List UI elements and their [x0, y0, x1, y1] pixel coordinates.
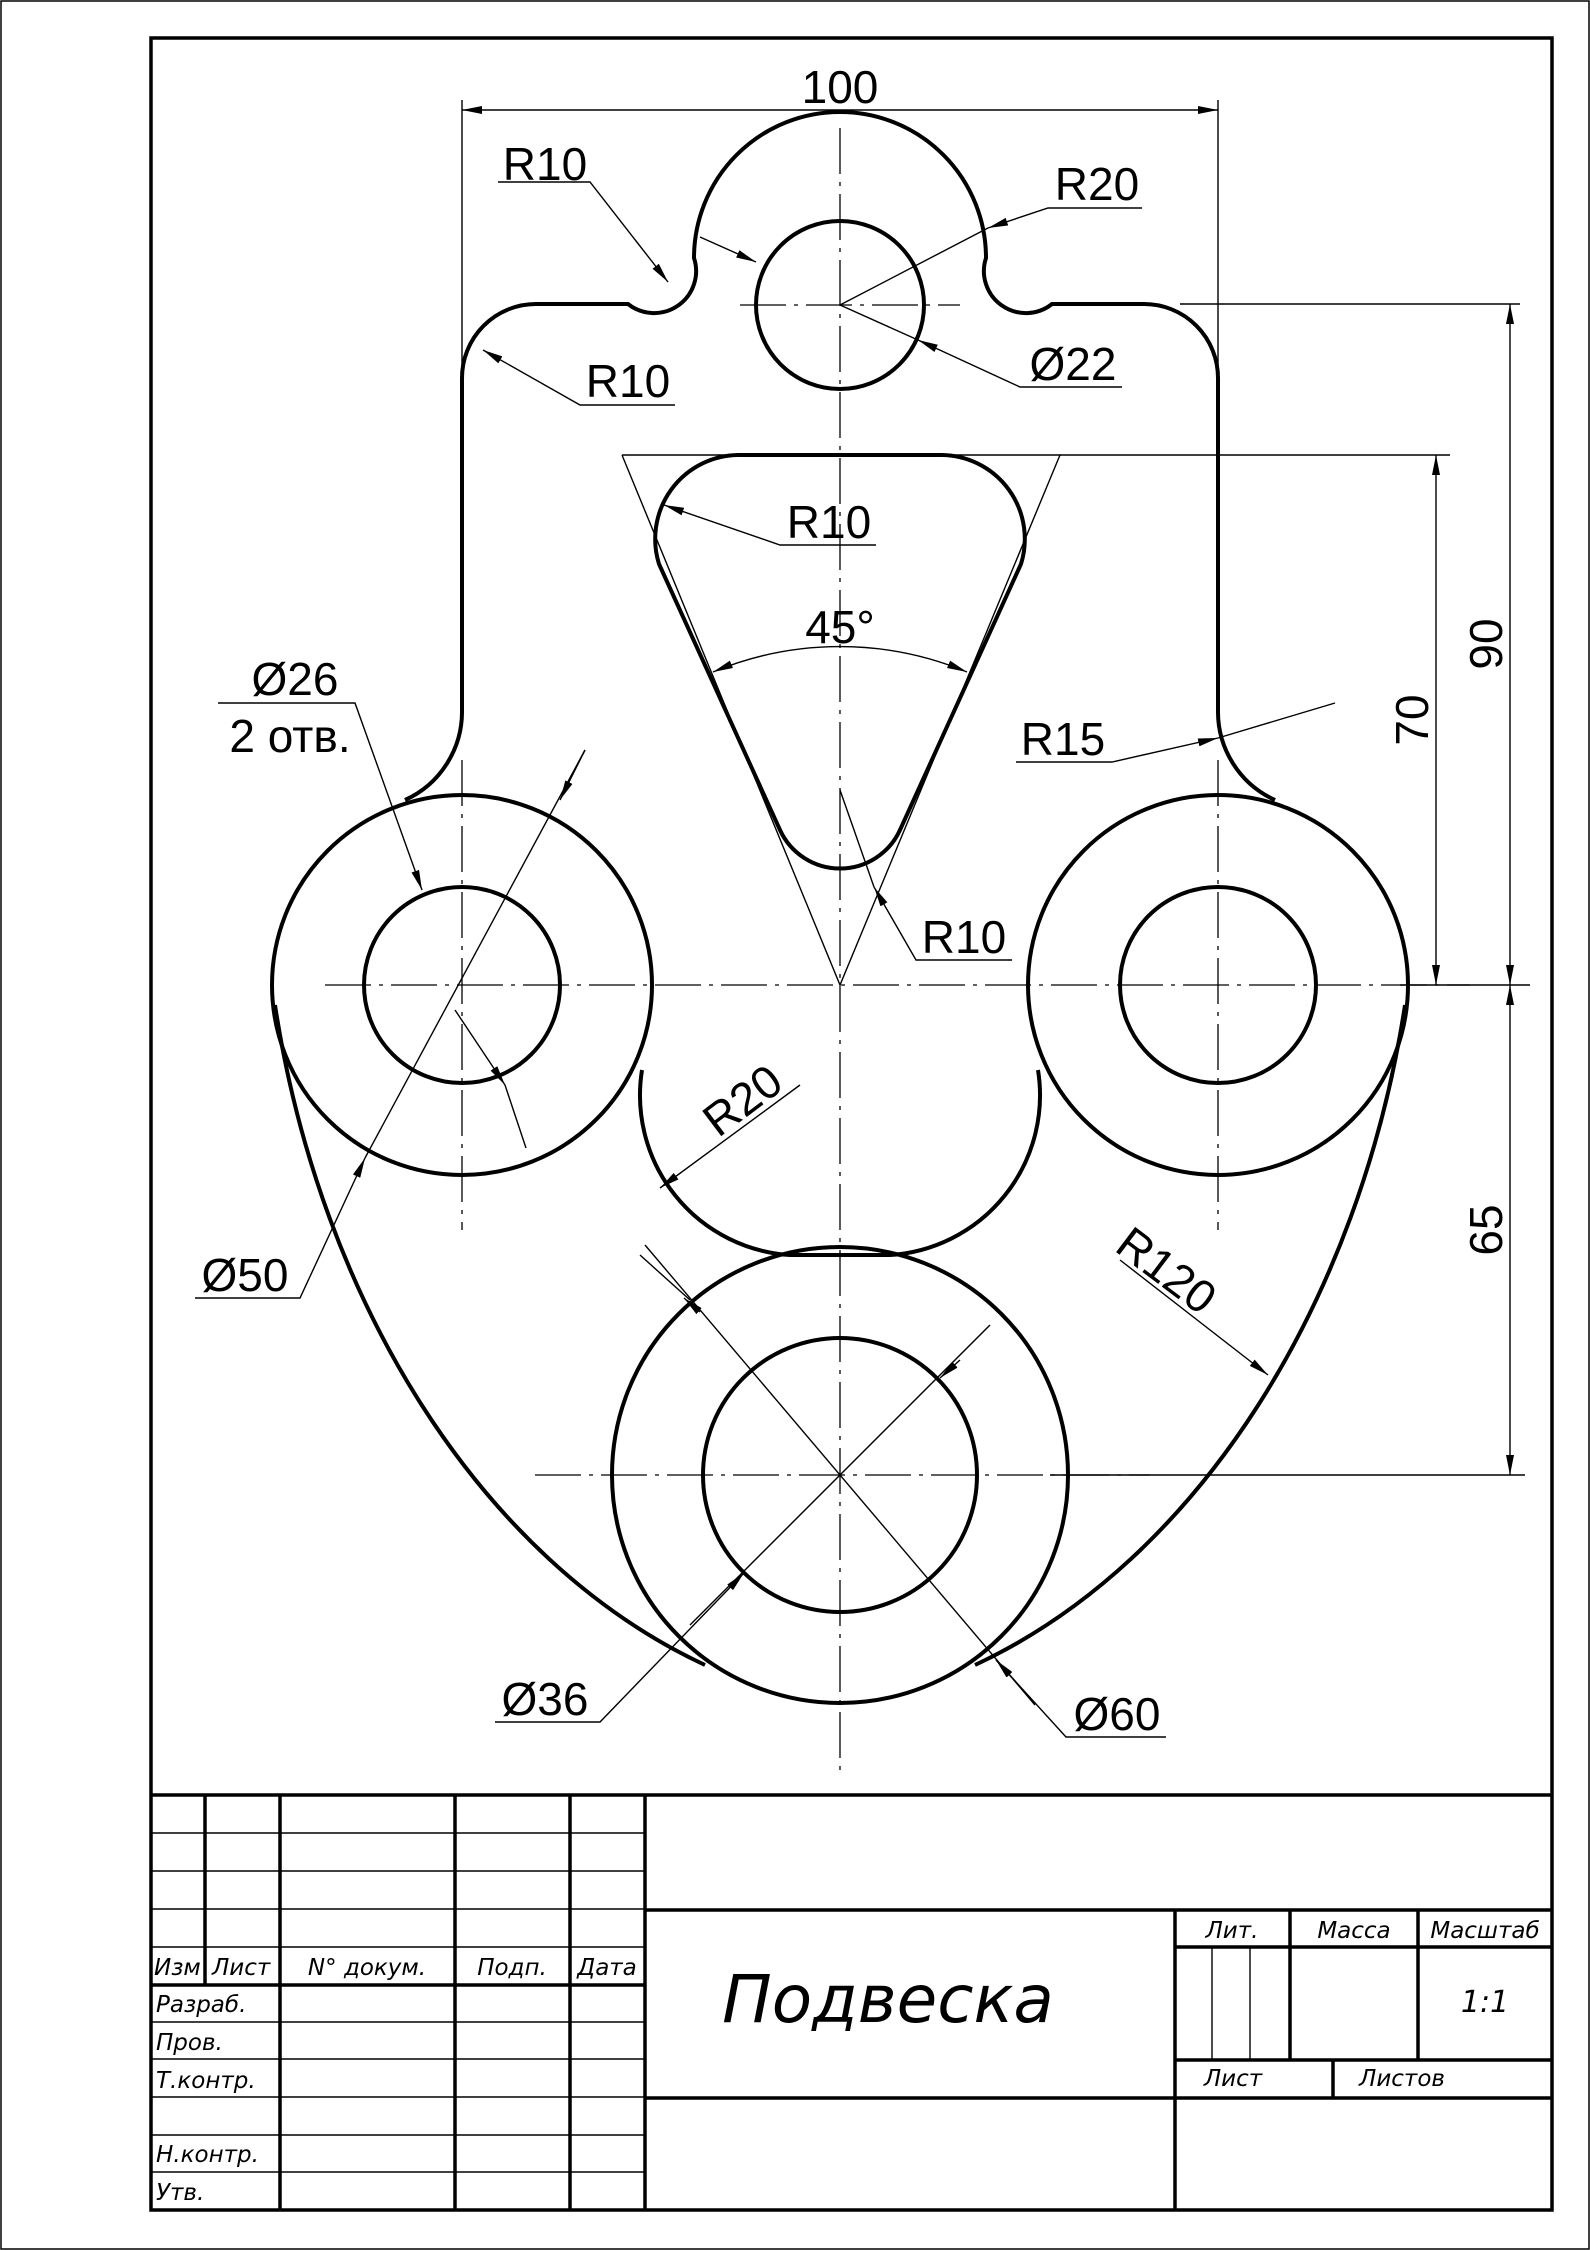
dimension-lines [195, 100, 1530, 1738]
tb-col-list: Лист [211, 1955, 271, 1981]
tb-masshtab: Масштаб [1430, 1918, 1539, 1944]
tb-row-prov: Пров. [156, 2030, 223, 2056]
dim-r10-inner: R10 [586, 355, 670, 407]
tb-lit: Лит. [1205, 1918, 1259, 1944]
tb-col-doc: N° докум. [308, 1955, 426, 1981]
dim-r20-mid: R20 [693, 1054, 792, 1146]
tb-title: Подвеска [722, 1961, 1054, 2038]
dim-2-holes: 2 отв. [229, 710, 350, 762]
tb-sheets: Листов [1358, 2066, 1445, 2092]
tb-scale: 1:1 [1461, 1985, 1509, 2020]
tb-sheet: Лист [1203, 2066, 1263, 2092]
dim-h70: 70 [1386, 694, 1438, 745]
dim-d50: Ø50 [202, 1249, 289, 1301]
dim-angle-45: 45° [805, 601, 875, 653]
dim-r15: R15 [1021, 713, 1105, 765]
drawing-frame [149, 36, 1554, 2212]
tb-col-date: Дата [576, 1955, 637, 1981]
tb-row-nkontr: Н.контр. [156, 2142, 259, 2168]
dim-h65: 65 [1460, 1204, 1512, 1255]
dim-r10-outer: R10 [503, 138, 587, 190]
dim-h90: 90 [1460, 618, 1512, 669]
title-block: Изм Лист N° докум. Подп. Дата Разраб. Пр… [151, 1793, 1552, 2210]
dim-d36: Ø36 [502, 1673, 589, 1725]
tb-col-izm: Изм [154, 1955, 201, 1981]
dim-r120: R120 [1107, 1216, 1226, 1324]
tb-row-utv: Утв. [156, 2180, 204, 2206]
dim-d22: Ø22 [1030, 338, 1117, 390]
tb-col-sign: Подп. [477, 1955, 547, 1981]
dim-width-100: 100 [802, 61, 879, 113]
tb-row-tkontr: Т.контр. [156, 2068, 256, 2094]
center-lines [325, 128, 1470, 1775]
tb-row-razrab: Разраб. [156, 1992, 246, 2018]
dim-d60: Ø60 [1074, 1688, 1161, 1740]
dim-r10-slot-top: R10 [787, 496, 871, 548]
dim-d26: Ø26 [252, 653, 339, 705]
tb-massa: Масса [1317, 1918, 1390, 1944]
dim-r10-slot-bottom: R10 [922, 911, 1006, 963]
dim-r20-top: R20 [1055, 158, 1139, 210]
